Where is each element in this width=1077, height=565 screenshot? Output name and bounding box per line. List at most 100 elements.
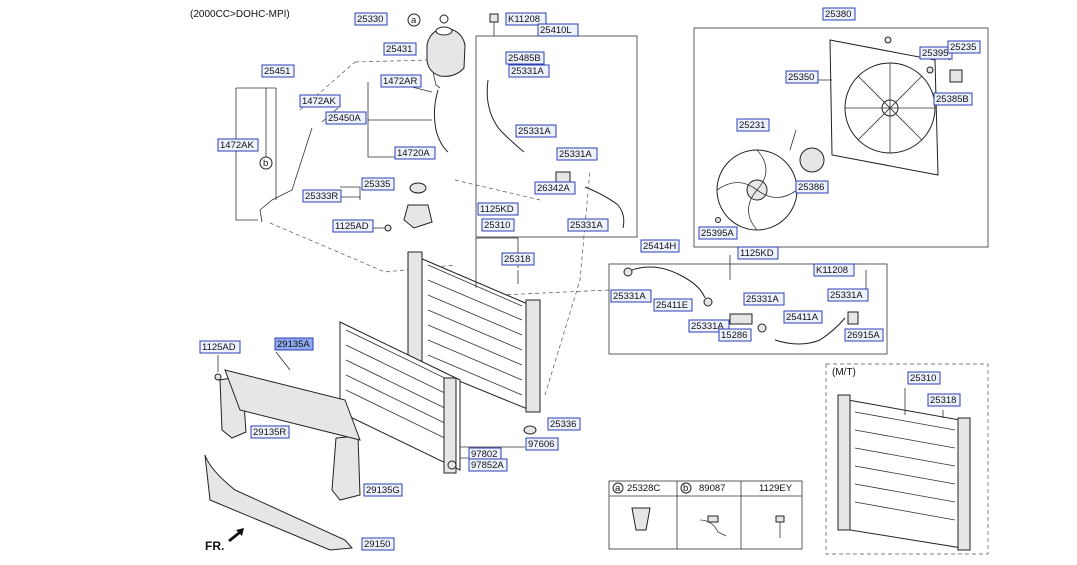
part-label-25411e[interactable]: 25411E [653, 298, 693, 312]
part-label-box[interactable] [325, 111, 367, 125]
part-label-box[interactable] [537, 23, 579, 37]
part-label-box[interactable] [698, 226, 738, 240]
part-label-25385b[interactable]: 25385B [933, 92, 973, 106]
part-label-box[interactable] [354, 12, 388, 26]
part-label-box[interactable] [795, 180, 829, 194]
part-label-25485b[interactable]: 25485B [505, 51, 545, 65]
part-label-box[interactable] [199, 340, 241, 354]
part-label-box[interactable] [274, 337, 314, 351]
part-label-box[interactable] [813, 263, 855, 277]
part-label-box[interactable] [302, 189, 342, 203]
part-label-26342a[interactable]: 26342A [534, 181, 576, 195]
part-label-25335[interactable]: 25335 [361, 177, 395, 191]
part-label-25386[interactable]: 25386 [795, 180, 829, 194]
part-label-box[interactable] [736, 118, 770, 132]
part-label-box[interactable] [610, 289, 652, 303]
part-label-25450a[interactable]: 25450A [325, 111, 367, 125]
part-label-box[interactable] [718, 328, 752, 342]
part-label-25336[interactable]: 25336 [547, 417, 581, 431]
part-label-box[interactable] [299, 94, 341, 108]
part-label-25331a[interactable]: 25331A [508, 64, 550, 78]
part-label-15286[interactable]: 15286 [718, 328, 752, 342]
part-label-box[interactable] [844, 328, 884, 342]
part-label-1472ar[interactable]: 1472AR [380, 74, 422, 88]
part-label-29135a[interactable]: 29135A [274, 337, 314, 351]
part-label-25331a[interactable]: 25331A [567, 218, 609, 232]
part-label-box[interactable] [547, 417, 581, 431]
part-label-box[interactable] [361, 537, 395, 551]
part-label-k11208[interactable]: K11208 [505, 12, 547, 26]
part-label-25395[interactable]: 25395 [919, 46, 953, 60]
part-label-box[interactable] [907, 371, 941, 385]
part-label-box[interactable] [261, 64, 295, 78]
part-label-29135g[interactable]: 29135G [363, 483, 403, 497]
part-label-box[interactable] [556, 147, 598, 161]
part-label-box[interactable] [250, 425, 290, 439]
part-label-25318[interactable]: 25318 [501, 252, 535, 266]
part-label-1125kd[interactable]: 1125KD [477, 202, 519, 216]
part-label-box[interactable] [508, 64, 550, 78]
part-label-box[interactable] [505, 51, 545, 65]
part-label-25330[interactable]: 25330 [354, 12, 388, 26]
part-label-box[interactable] [785, 70, 819, 84]
part-label-25411a[interactable]: 25411A [783, 310, 823, 324]
part-label-25431[interactable]: 25431 [383, 42, 417, 56]
part-label-box[interactable] [933, 92, 973, 106]
part-label-box[interactable] [515, 124, 557, 138]
part-label-1472ak[interactable]: 1472AK [217, 138, 259, 152]
part-label-25410l[interactable]: 25410L [537, 23, 579, 37]
part-label-1472ak[interactable]: 1472AK [299, 94, 341, 108]
part-label-box[interactable] [332, 219, 374, 233]
part-label-box[interactable] [501, 252, 535, 266]
part-label-box[interactable] [827, 288, 869, 302]
part-label-97802[interactable]: 97802 [468, 447, 502, 461]
part-label-97852a[interactable]: 97852A [468, 458, 508, 472]
part-label-box[interactable] [567, 218, 609, 232]
part-label-box[interactable] [783, 310, 823, 324]
part-label-box[interactable] [477, 202, 519, 216]
part-label-14720a[interactable]: 14720A [394, 146, 436, 160]
part-label-box[interactable] [822, 7, 856, 21]
part-label-26915a[interactable]: 26915A [844, 328, 884, 342]
part-label-box[interactable] [380, 74, 422, 88]
part-label-box[interactable] [363, 483, 403, 497]
part-label-97606[interactable]: 97606 [525, 437, 559, 451]
part-label-25331a[interactable]: 25331A [610, 289, 652, 303]
part-label-box[interactable] [505, 12, 547, 26]
part-label-25395a[interactable]: 25395A [698, 226, 738, 240]
part-label-25235[interactable]: 25235 [947, 40, 981, 54]
part-label-25310[interactable]: 25310 [481, 218, 515, 232]
part-label-box[interactable] [927, 393, 961, 407]
part-label-box[interactable] [394, 146, 436, 160]
part-label-box[interactable] [640, 239, 680, 253]
part-label-box[interactable] [525, 437, 559, 451]
part-label-box[interactable] [653, 298, 693, 312]
part-label-25331a[interactable]: 25331A [827, 288, 869, 302]
part-label-1125ad[interactable]: 1125AD [199, 340, 241, 354]
part-label-25310[interactable]: 25310 [907, 371, 941, 385]
part-label-25318[interactable]: 25318 [927, 393, 961, 407]
part-label-box[interactable] [534, 181, 576, 195]
part-label-box[interactable] [743, 292, 785, 306]
part-label-1125ad[interactable]: 1125AD [332, 219, 374, 233]
part-label-25333r[interactable]: 25333R [302, 189, 342, 203]
part-label-25231[interactable]: 25231 [736, 118, 770, 132]
part-label-25380[interactable]: 25380 [822, 7, 856, 21]
part-label-25451[interactable]: 25451 [261, 64, 295, 78]
part-label-25331a[interactable]: 25331A [743, 292, 785, 306]
part-label-k11208[interactable]: K11208 [813, 263, 855, 277]
part-label-29150[interactable]: 29150 [361, 537, 395, 551]
part-label-box[interactable] [217, 138, 259, 152]
part-label-25331a[interactable]: 25331A [515, 124, 557, 138]
part-label-25331a[interactable]: 25331A [556, 147, 598, 161]
part-label-box[interactable] [361, 177, 395, 191]
part-label-25350[interactable]: 25350 [785, 70, 819, 84]
part-label-1125kd[interactable]: 1125KD [737, 246, 779, 260]
part-label-box[interactable] [737, 246, 779, 260]
part-label-box[interactable] [468, 458, 508, 472]
part-label-29135r[interactable]: 29135R [250, 425, 290, 439]
part-label-box[interactable] [481, 218, 515, 232]
part-label-box[interactable] [947, 40, 981, 54]
part-label-25414h[interactable]: 25414H [640, 239, 680, 253]
part-label-box[interactable] [383, 42, 417, 56]
